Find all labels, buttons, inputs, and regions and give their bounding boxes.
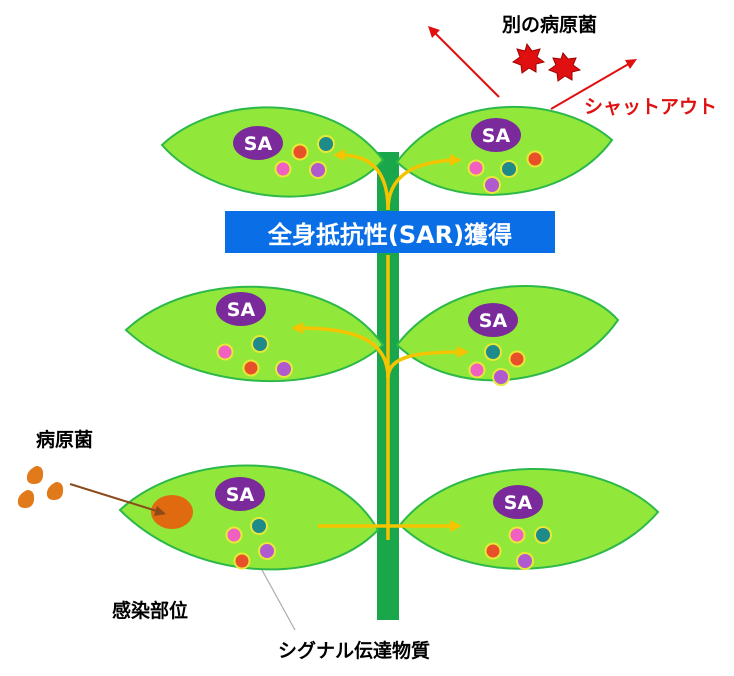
infection-spot xyxy=(151,495,193,529)
sa-label: SA xyxy=(482,125,511,147)
sa-marker-1: SA xyxy=(233,126,283,160)
leaf-mid-left xyxy=(124,285,385,383)
leaf-bottom-left xyxy=(118,464,380,571)
pathogen-arrow xyxy=(69,483,161,513)
sar-banner: 全身抵抗性(SAR)獲得 xyxy=(225,211,555,253)
arrowhead xyxy=(625,59,637,69)
arrowhead xyxy=(154,506,166,516)
molecule-dots xyxy=(216,135,552,570)
sa-marker-4: SA xyxy=(468,303,518,337)
sa-marker-3: SA xyxy=(216,292,266,326)
shutout-label: シャットアウト xyxy=(584,96,718,118)
sa-marker-6: SA xyxy=(493,485,543,519)
signal-substance-label: シグナル伝達物質 xyxy=(278,640,431,662)
sa-label: SA xyxy=(504,492,533,514)
signal-arrows xyxy=(297,153,463,540)
sa-label: SA xyxy=(227,299,256,321)
shutout-arrows xyxy=(431,29,633,110)
pathogen-star-icon xyxy=(511,42,546,74)
sa-marker-2: SA xyxy=(471,118,521,152)
leaf-bottom-right xyxy=(398,468,660,570)
sa-label: SA xyxy=(244,133,273,155)
signal-arrowheads xyxy=(291,149,469,532)
sa-label: SA xyxy=(226,484,255,506)
sa-marker-5: SA xyxy=(215,477,265,511)
pathogen-label: 病原菌 xyxy=(36,429,94,451)
infection-site-label: 感染部位 xyxy=(112,600,189,622)
pathogen-drops xyxy=(17,466,64,508)
sa-label: SA xyxy=(479,310,508,332)
arrowhead xyxy=(428,26,440,38)
signal-pointer-line xyxy=(261,569,296,631)
pathogen-star-icon xyxy=(547,51,582,82)
other-pathogen-label: 別の病原菌 xyxy=(502,14,598,36)
